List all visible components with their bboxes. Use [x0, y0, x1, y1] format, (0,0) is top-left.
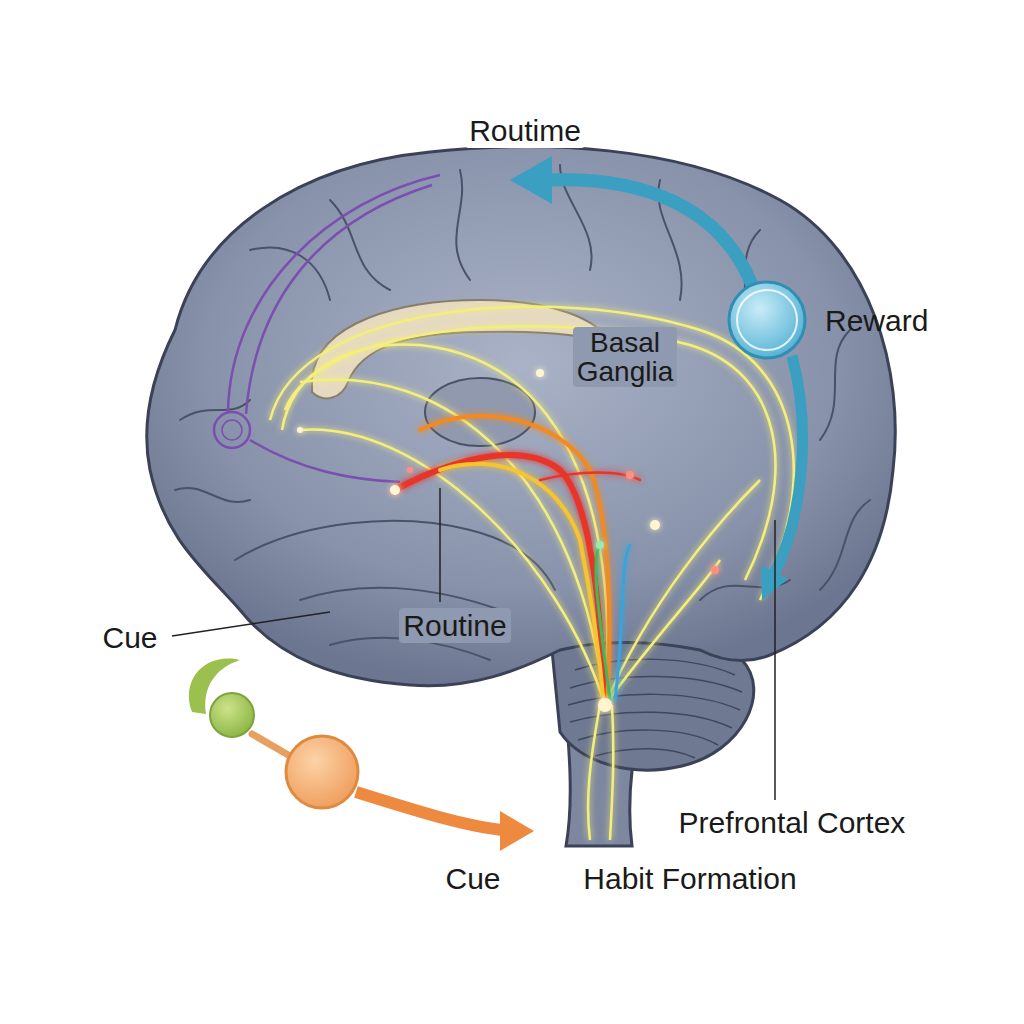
pathway-node	[214, 412, 250, 448]
glow-dot	[650, 520, 660, 530]
reward-circle-ring	[737, 290, 797, 350]
pathway-line	[250, 440, 400, 482]
purple-pathway	[214, 175, 440, 482]
glow-dot	[598, 698, 612, 712]
arrowhead	[510, 156, 552, 204]
reward-circle-shape	[729, 282, 805, 358]
fold-line	[570, 712, 732, 728]
leader-line	[172, 612, 330, 636]
cue-circle	[286, 736, 358, 808]
sulcus-line	[235, 521, 555, 590]
fiber-line	[270, 307, 794, 600]
fiber-line	[285, 326, 776, 580]
arrow-shaft	[548, 180, 752, 285]
arrow-shaft	[774, 356, 802, 574]
reward-node: Reward	[727, 280, 928, 360]
fiber-line	[610, 705, 613, 840]
fiber-line	[596, 545, 610, 700]
cue-label: Cue	[441, 861, 504, 896]
fiber-line	[420, 416, 609, 705]
leader-line	[439, 488, 441, 602]
arrowhead	[500, 811, 534, 851]
fiber-line	[605, 480, 760, 705]
glow-dot	[711, 566, 719, 574]
habit-label: Habit Formation	[579, 861, 800, 896]
routine-label: Routime	[465, 113, 585, 148]
glow-dot	[536, 369, 544, 377]
pathway-line	[228, 175, 440, 412]
sulcus-line	[820, 500, 870, 590]
cerebrum-outline	[147, 147, 895, 686]
sulcus-line	[250, 247, 330, 300]
sulcus-line	[180, 400, 250, 420]
fiber-line	[282, 344, 607, 705]
sulcus-line	[175, 488, 250, 502]
sulcus-line	[300, 588, 500, 610]
cue-circle	[210, 693, 254, 737]
sulcus-line	[456, 170, 470, 280]
fiber-line	[540, 473, 640, 481]
fiber-line	[300, 379, 605, 705]
fold-line	[568, 694, 740, 710]
fiber-line	[440, 464, 604, 705]
reward-arrows	[510, 156, 802, 600]
thalamus	[425, 378, 535, 446]
region-label: Prefrontal Cortex	[675, 805, 910, 840]
leader-lines	[172, 488, 775, 800]
leader-line	[774, 520, 776, 800]
glow-dot	[407, 467, 413, 473]
reward-circle	[727, 280, 807, 360]
glow-dot	[297, 427, 303, 433]
colored-fibers	[395, 416, 640, 705]
fiber-line	[615, 545, 630, 700]
fold-line	[595, 749, 695, 758]
cue-symbols	[189, 659, 534, 851]
cue-label: Cue	[98, 620, 161, 655]
region-label: Basal Ganglia	[573, 327, 678, 388]
glow-dot	[390, 485, 400, 495]
fiber-line	[300, 429, 605, 705]
routine-label: Routine	[399, 608, 510, 643]
arrow-shaft	[356, 792, 502, 830]
connector-dash	[252, 734, 290, 756]
gyri	[175, 165, 870, 660]
node-text: Reward	[825, 304, 928, 337]
pathway-node	[222, 420, 242, 440]
glow-dot	[626, 471, 634, 479]
fiber-line	[395, 455, 605, 705]
glow-dots	[297, 369, 719, 712]
glow-dot	[596, 541, 604, 549]
fold-line	[578, 730, 718, 745]
sulcus-line	[330, 200, 390, 290]
neural-fibers	[270, 307, 794, 840]
sulcus-line	[820, 330, 850, 440]
fiber-line	[588, 705, 600, 840]
